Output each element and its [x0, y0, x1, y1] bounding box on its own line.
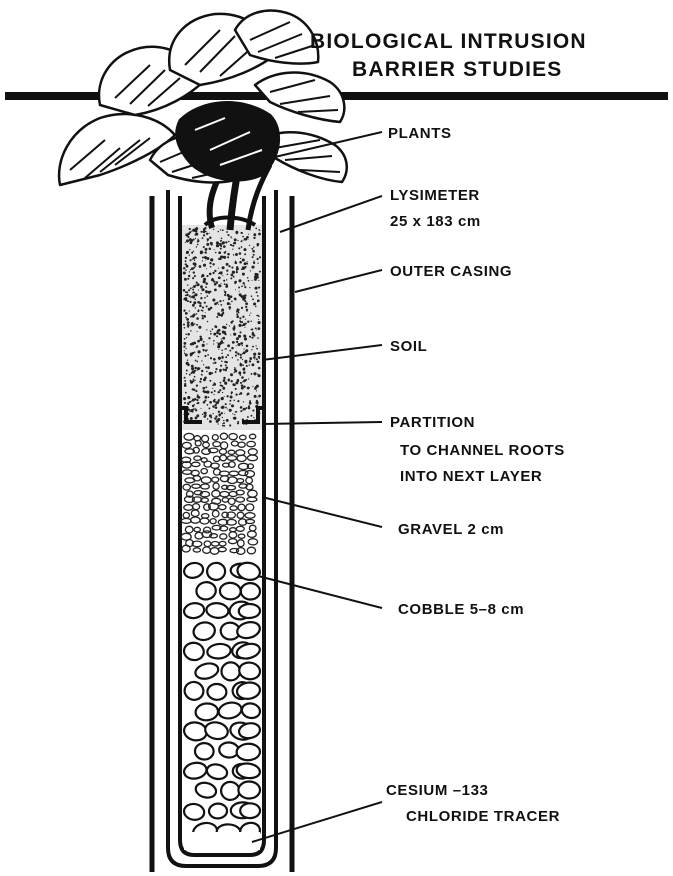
cobble-layer [182, 561, 261, 843]
label-partition-2: TO CHANNEL ROOTS [400, 442, 565, 459]
label-plants: PLANTS [388, 125, 452, 142]
label-outer-casing: OUTER CASING [390, 263, 512, 280]
leader-outer-casing [295, 270, 382, 292]
label-cesium: CESIUM –133 [386, 782, 488, 799]
leader-soil [262, 345, 382, 360]
leader-partition [262, 422, 382, 424]
monstera-plant-icon [59, 11, 347, 230]
leader-lysimeter [280, 196, 382, 232]
leader-lines [252, 132, 382, 842]
leader-gravel [262, 497, 382, 527]
label-lysimeter-size: 25 x 183 cm [390, 213, 481, 230]
label-cesium-2: CHLORIDE TRACER [406, 808, 560, 825]
soil-layer [182, 225, 262, 430]
title-line-1: BIOLOGICAL INTRUSION [310, 30, 587, 53]
label-partition: PARTITION [390, 414, 475, 431]
gravel-layer [181, 433, 257, 554]
leader-cesium [252, 802, 382, 842]
label-partition-3: INTO NEXT LAYER [400, 468, 542, 485]
title-line-2: BARRIER STUDIES [352, 58, 563, 81]
tracer-zone [184, 832, 260, 850]
label-gravel: GRAVEL 2 cm [398, 521, 504, 538]
label-cobble: COBBLE 5–8 cm [398, 601, 524, 618]
label-lysimeter: LYSIMETER [390, 187, 480, 204]
label-soil: SOIL [390, 338, 427, 355]
